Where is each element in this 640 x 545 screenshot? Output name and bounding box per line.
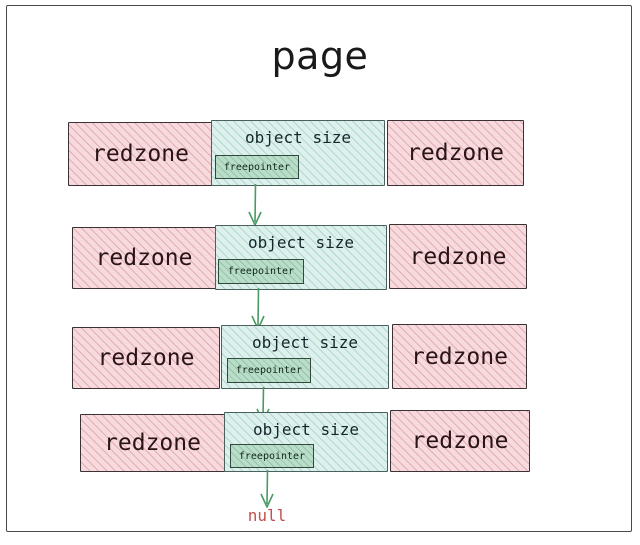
object-size-label: object size (253, 420, 359, 439)
object-size-label: object size (252, 333, 358, 352)
redzone-left: redzone (72, 327, 220, 389)
redzone-right-label: redzone (407, 140, 504, 166)
redzone-left: redzone (68, 122, 213, 186)
redzone-right: redzone (389, 224, 527, 289)
object-region: object size freepointer (221, 325, 389, 389)
freepointer-label: freepointer (223, 161, 291, 173)
object-region: object size freepointer (224, 412, 388, 472)
redzone-left: redzone (80, 414, 225, 472)
null-terminator-label: null (247, 506, 287, 525)
diagram-frame (6, 5, 632, 532)
redzone-left-label: redzone (95, 245, 193, 271)
object-region: object size freepointer (211, 120, 385, 186)
freepointer-box: freepointer (227, 358, 311, 383)
freepointer-box: freepointer (230, 444, 314, 468)
freepointer-box: freepointer (218, 259, 304, 284)
redzone-right: redzone (387, 120, 524, 186)
redzone-right: redzone (392, 324, 527, 389)
freepointer-label: freepointer (238, 450, 306, 462)
freepointer-box: freepointer (215, 155, 299, 179)
redzone-left-label: redzone (97, 345, 195, 371)
object-size-label: object size (245, 128, 351, 147)
object-region: object size freepointer (215, 225, 387, 290)
redzone-right-label: redzone (409, 243, 507, 270)
redzone-left-label: redzone (92, 141, 189, 167)
object-size-label: object size (248, 233, 354, 252)
freepointer-arrow (248, 184, 262, 226)
freepointer-label: freepointer (235, 365, 303, 376)
page-title: page (271, 34, 369, 78)
redzone-right-label: redzone (411, 428, 509, 454)
redzone-left: redzone (72, 227, 216, 289)
redzone-left-label: redzone (104, 430, 201, 456)
redzone-right: redzone (390, 410, 530, 472)
freepointer-label: freepointer (227, 266, 295, 277)
null-arrow (260, 470, 274, 508)
redzone-right-label: redzone (411, 343, 508, 370)
